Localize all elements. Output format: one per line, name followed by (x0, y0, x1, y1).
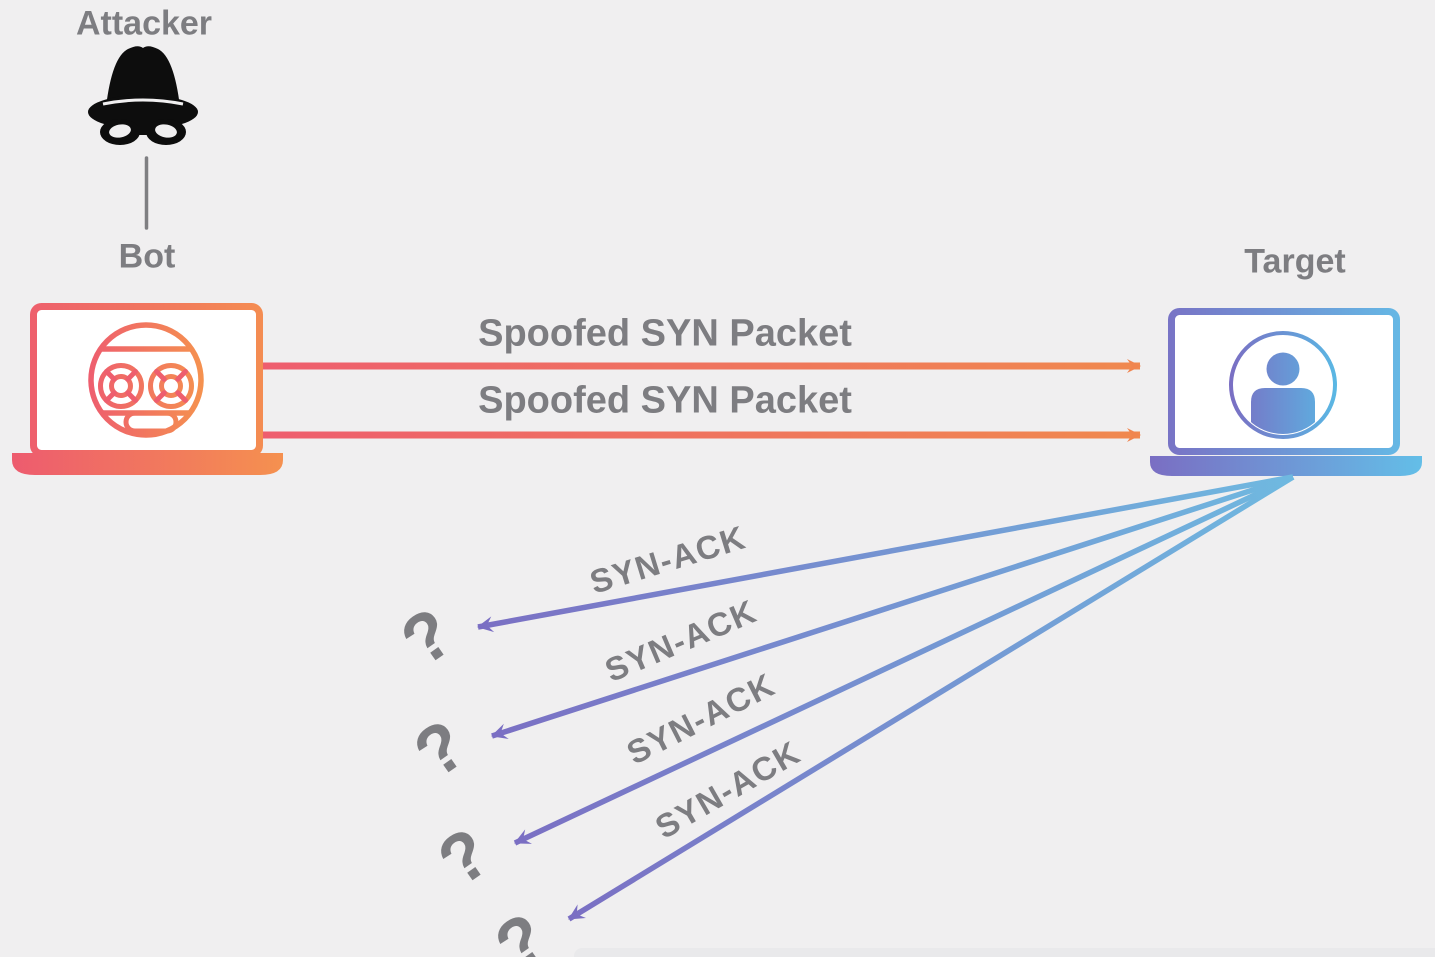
syn-packet-label-2: Spoofed SYN Packet (478, 379, 852, 422)
person-icon (1229, 331, 1337, 439)
syn-ack-arrow-3 (513, 474, 1295, 846)
target-label: Target (1244, 242, 1346, 281)
syn-ack-arrow-4 (567, 474, 1295, 922)
robot-laptop-icon (12, 303, 283, 475)
syn-packet-label-1: Spoofed SYN Packet (478, 312, 852, 355)
bottom-card-edge (574, 948, 1435, 957)
person-laptop-icon (1150, 308, 1422, 476)
attacker-label: Attacker (75, 4, 213, 43)
bot-label: Bot (118, 237, 176, 276)
syn-ack-arrow-1 (477, 474, 1294, 633)
spy-hat-icon (88, 46, 198, 145)
robot-face-icon (88, 322, 204, 438)
syn-ack-arrow-2 (491, 474, 1294, 739)
